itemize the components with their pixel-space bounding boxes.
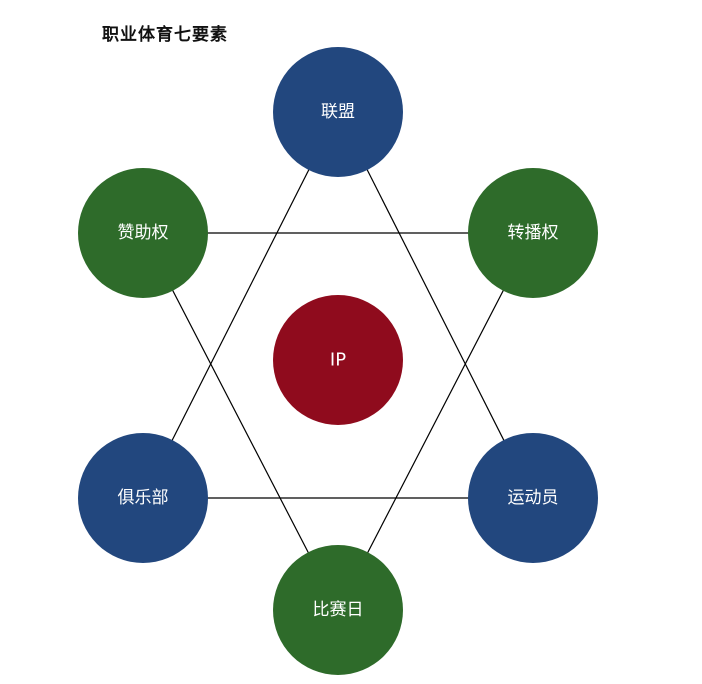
node-club: 俱乐部	[78, 433, 208, 563]
center-node-ip: IP	[273, 295, 403, 425]
node-athlete-circle	[468, 433, 598, 563]
node-broadcast-rights-circle	[468, 168, 598, 298]
line-upper-right-to-bottom	[337, 232, 534, 611]
node-athlete-label: 运动员	[508, 488, 559, 508]
node-sponsorship: 赞助权	[78, 168, 208, 298]
node-club-label: 俱乐部	[118, 488, 169, 508]
node-league-circle	[273, 47, 403, 177]
node-league: 联盟	[273, 47, 403, 177]
node-match-day-circle	[273, 545, 403, 675]
line-top-to-lower-left	[142, 111, 339, 499]
node-match-day: 比赛日	[273, 545, 403, 675]
node-broadcast-rights: 转播权	[468, 168, 598, 298]
center-circle	[273, 295, 403, 425]
node-broadcast-rights-label: 转播权	[508, 223, 559, 243]
line-top-to-lower-right	[337, 111, 534, 499]
line-upper-left-to-bottom	[142, 232, 339, 611]
node-league-label: 联盟	[321, 102, 355, 122]
node-athlete: 运动员	[468, 433, 598, 563]
node-sponsorship-circle	[78, 168, 208, 298]
node-match-day-label: 比赛日	[313, 599, 364, 620]
diagram-title: 职业体育七要素	[102, 25, 228, 45]
center-label: IP	[330, 350, 346, 371]
node-club-circle	[78, 433, 208, 563]
node-sponsorship-label: 赞助权	[118, 223, 169, 243]
